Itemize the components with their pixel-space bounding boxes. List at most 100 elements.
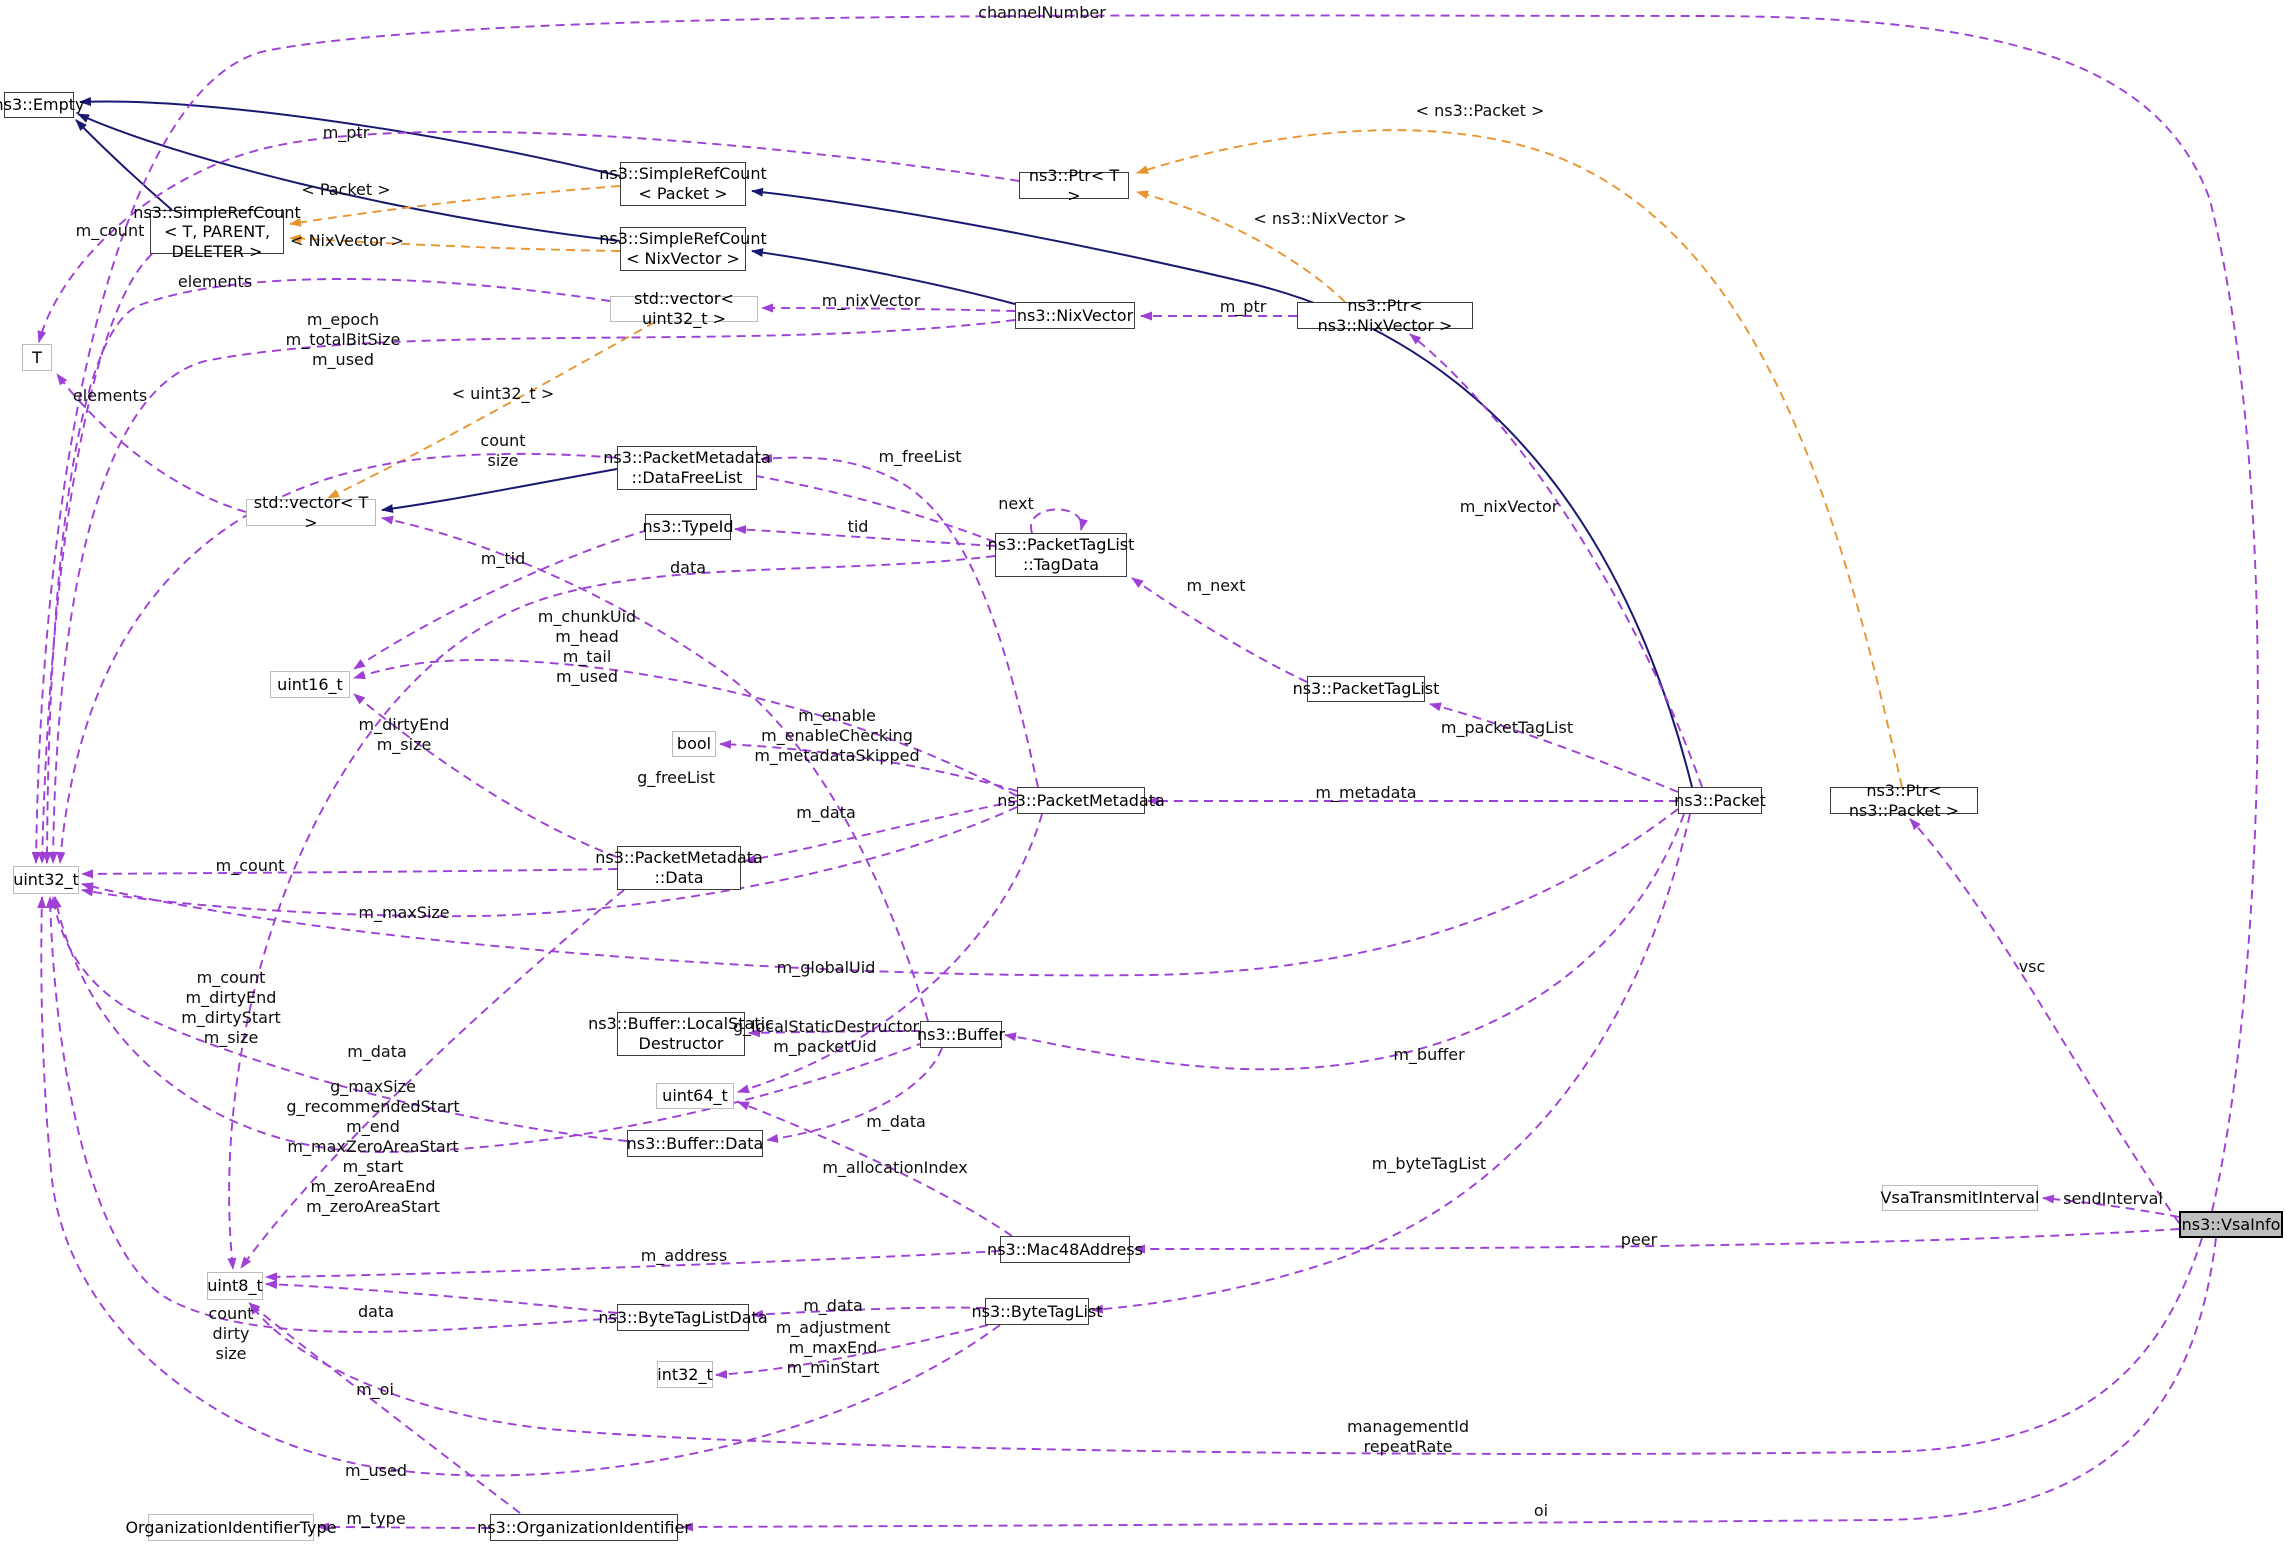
class-node-btld[interactable]: ns3::ByteTagListData xyxy=(598,1304,768,1331)
edge-vecT-to-T xyxy=(56,373,247,513)
edge-label-vsainfo-mac48: peer xyxy=(1620,1230,1658,1249)
edge-label-btl-int32: m_adjustment m_maxEnd m_minStart xyxy=(775,1318,891,1377)
edge-label-packet-ptrNix: m_nixVector xyxy=(1459,497,1559,516)
edge-label-vsainfo-uint32: channelNumber xyxy=(978,3,1106,22)
edge-bufdata-to-uint32 xyxy=(50,896,628,1142)
class-node-ptrPacket[interactable]: ns3::Ptr< ns3::Packet > xyxy=(1830,781,1978,820)
class-node-nixvec[interactable]: ns3::NixVector xyxy=(1015,302,1135,329)
edge-buffer-to-uint32 xyxy=(52,896,926,1153)
class-node-srcn[interactable]: ns3::SimpleRefCount < NixVector > xyxy=(599,227,767,271)
edge-label-typeid-uint16: m_tid xyxy=(480,549,526,568)
edge-tagdata-to-uint8 xyxy=(227,555,996,1270)
edge-btl-to-btld xyxy=(751,1306,986,1319)
edge-packet-to-uint32 xyxy=(81,808,1679,977)
class-node-vec32[interactable]: std::vector< uint32_t > xyxy=(610,289,758,328)
class-node-bufdata[interactable]: ns3::Buffer::Data xyxy=(627,1130,763,1157)
class-node-bool[interactable]: bool xyxy=(672,731,716,757)
class-node-mac48[interactable]: ns3::Mac48Address xyxy=(987,1236,1143,1263)
edge-pmd-to-uint32 xyxy=(81,806,1018,918)
edge-packet-to-buffer xyxy=(1004,813,1685,1071)
edge-srct-to-uint32 xyxy=(37,253,153,864)
edge-label-packet-pmd: m_metadata xyxy=(1315,783,1417,802)
class-node-ptl[interactable]: ns3::PacketTagList xyxy=(1293,676,1439,702)
class-node-uint64[interactable]: uint64_t xyxy=(656,1083,734,1109)
edge-buffer-to-bufdata xyxy=(766,1047,943,1143)
edge-srcp-to-empty xyxy=(79,97,621,177)
edge-label-pmd-dfl: m_freeList xyxy=(878,447,962,466)
edge-label-pmdata-uint32: m_count xyxy=(215,856,285,875)
edge-label-buffer-uint32: g_maxSize g_recommendedStart m_end m_max… xyxy=(286,1077,460,1216)
edge-label-mac48-uint64: m_allocationIndex xyxy=(822,1158,968,1177)
edge-srcn-to-srct xyxy=(289,234,621,252)
class-node-int32[interactable]: int32_t xyxy=(657,1361,713,1388)
edge-pmdata-to-uint8 xyxy=(240,889,625,1269)
edge-buffer-to-lsd xyxy=(748,1028,921,1038)
class-node-buffer[interactable]: ns3::Buffer xyxy=(917,1021,1005,1048)
edge-label-orgid-oit: m_type xyxy=(346,1509,406,1528)
edge-label-vec32-uint32: elements xyxy=(177,272,253,291)
edge-nixvec-to-vec32 xyxy=(761,303,1016,313)
edge-packet-to-ptrNix xyxy=(1409,333,1703,788)
edge-label-pmdata-uint8: m_data xyxy=(347,1042,407,1061)
edge-ptrNix-to-ptrT xyxy=(1136,190,1346,303)
class-node-lsd[interactable]: ns3::Buffer::LocalStatic Destructor xyxy=(588,1012,774,1056)
edge-ptrPacket-to-ptrT xyxy=(1136,129,1903,788)
edge-vsainfo-to-vti xyxy=(2042,1194,2180,1218)
class-node-pmd[interactable]: ns3::PacketMetadata xyxy=(997,787,1165,814)
class-node-uint8[interactable]: uint8_t xyxy=(207,1272,263,1300)
class-node-ptrNix[interactable]: ns3::Ptr< ns3::NixVector > xyxy=(1297,296,1473,335)
edge-label-ptrNix-ptrT: < ns3::NixVector > xyxy=(1253,209,1407,228)
edge-btld-to-uint8 xyxy=(265,1279,618,1314)
edge-vsainfo-to-ptrPacket xyxy=(1909,818,2180,1224)
edge-srcp-to-srct xyxy=(289,185,621,227)
edge-label-ptl-tagdata: m_next xyxy=(1186,576,1246,595)
edge-label-packet-ptl: m_packetTagList xyxy=(1440,718,1574,737)
class-node-packet[interactable]: ns3::Packet xyxy=(1674,787,1766,814)
edge-vsainfo-to-orgid xyxy=(681,1237,2217,1532)
edge-label-pmd-uint32: m_maxSize xyxy=(358,903,450,922)
edge-pmd-to-pmdata xyxy=(744,800,1018,864)
edge-label-ptrT-T: m_ptr xyxy=(322,123,370,142)
edge-label-pmd-pmdata: m_data xyxy=(796,803,856,822)
edge-label-btld-uint32: count dirty size xyxy=(208,1304,254,1363)
class-node-tagdata[interactable]: ns3::PacketTagList ::TagData xyxy=(988,533,1134,577)
class-node-srct[interactable]: ns3::SimpleRefCount < T, PARENT, DELETER… xyxy=(133,202,301,261)
class-node-T[interactable]: T xyxy=(22,344,52,371)
class-node-typeid[interactable]: ns3::TypeId xyxy=(642,514,734,540)
edge-nixvec-to-uint32 xyxy=(48,319,1016,864)
edge-dfl-to-vecT xyxy=(381,468,618,514)
edge-tagdata-to-tagdata xyxy=(1030,508,1088,534)
edge-label-pmd-uint64: m_packetUid xyxy=(773,1037,877,1056)
edge-label-tagdata-uint32: count size xyxy=(480,431,526,470)
class-node-oit[interactable]: OrganizationIdentifierType xyxy=(125,1514,337,1541)
class-node-vti[interactable]: VsaTransmitInterval xyxy=(1881,1185,2039,1211)
edge-label-vec32-vecT: < uint32_t > xyxy=(451,384,555,403)
class-node-orgid[interactable]: ns3::OrganizationIdentifier xyxy=(477,1514,691,1541)
class-node-vsainfo[interactable]: ns3::VsaInfo xyxy=(2179,1211,2283,1238)
edge-label-srcp-srct: < Packet > xyxy=(301,180,391,199)
edge-label-vsainfo-orgid: oi xyxy=(1533,1501,1549,1520)
edge-tagdata-to-typeid xyxy=(734,525,996,547)
edge-pmd-to-dfl xyxy=(760,453,1039,788)
class-node-uint16[interactable]: uint16_t xyxy=(270,671,350,698)
class-node-pmdata[interactable]: ns3::PacketMetadata ::Data xyxy=(595,846,763,890)
edge-label-pmdata-uint16: m_dirtyEnd m_size xyxy=(358,715,450,754)
edge-label-buffer-vecT: g_freeList xyxy=(637,768,715,787)
edge-packet-to-ptl xyxy=(1429,702,1679,793)
class-node-btl[interactable]: ns3::ByteTagList xyxy=(971,1298,1103,1325)
class-node-srcp[interactable]: ns3::SimpleRefCount < Packet > xyxy=(599,162,767,206)
class-node-empty[interactable]: ns3::Empty xyxy=(0,92,85,118)
edge-label-pmd-bool: m_enable m_enableChecking m_metadataSkip… xyxy=(754,706,920,765)
class-node-ptrT[interactable]: ns3::Ptr< T > xyxy=(1019,166,1129,205)
edge-label-vsainfo-uint8: managementId repeatRate xyxy=(1346,1417,1470,1456)
edge-vsainfo-to-mac48 xyxy=(1133,1228,2180,1254)
edge-mac48-to-uint8 xyxy=(265,1250,1001,1282)
edge-label-srcn-srct: < NixVector > xyxy=(290,231,404,250)
edge-tagdata-to-uint32 xyxy=(56,452,996,864)
class-node-uint32[interactable]: uint32_t xyxy=(13,866,79,894)
class-node-vecT[interactable]: std::vector< T > xyxy=(246,493,376,532)
edge-label-nixvec-uint32: m_epoch m_totalBitSize m_used xyxy=(285,310,401,369)
edge-pmdata-to-uint32 xyxy=(81,868,618,879)
class-node-dfl[interactable]: ns3::PacketMetadata ::DataFreeList xyxy=(603,446,771,490)
